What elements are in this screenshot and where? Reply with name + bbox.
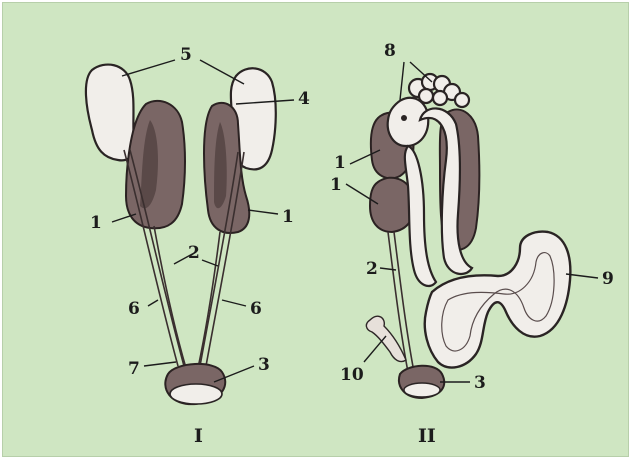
panel-i-drawing <box>86 65 276 405</box>
label-1-upper: 1 <box>334 153 346 173</box>
label-5: 5 <box>180 45 192 65</box>
label-2: 2 <box>366 259 378 279</box>
panel-ii-central-sac <box>388 98 429 146</box>
label-8: 8 <box>384 41 396 61</box>
label-4: 4 <box>298 89 310 109</box>
label-10: 10 <box>340 365 364 385</box>
label-9: 9 <box>602 269 614 289</box>
panel-ii-labels: 8 1 1 2 9 10 3 II <box>330 41 614 447</box>
label-2: 2 <box>188 243 200 263</box>
panel-ii-numeral: II <box>418 425 436 447</box>
label-1-lower: 1 <box>330 175 342 195</box>
panel-i-left-inner-duct <box>154 226 186 368</box>
label-1-left: 1 <box>90 213 102 233</box>
label-3: 3 <box>258 355 270 375</box>
panel-i-left-pale-organ <box>86 65 134 161</box>
label-6-left: 6 <box>128 299 140 319</box>
label-7: 7 <box>128 359 140 379</box>
label-6-right: 6 <box>250 299 262 319</box>
label-1-right: 1 <box>282 207 294 227</box>
panel-i-numeral: I <box>194 425 203 447</box>
panel-ii-drawing <box>366 74 570 398</box>
label-3: 3 <box>474 373 486 393</box>
